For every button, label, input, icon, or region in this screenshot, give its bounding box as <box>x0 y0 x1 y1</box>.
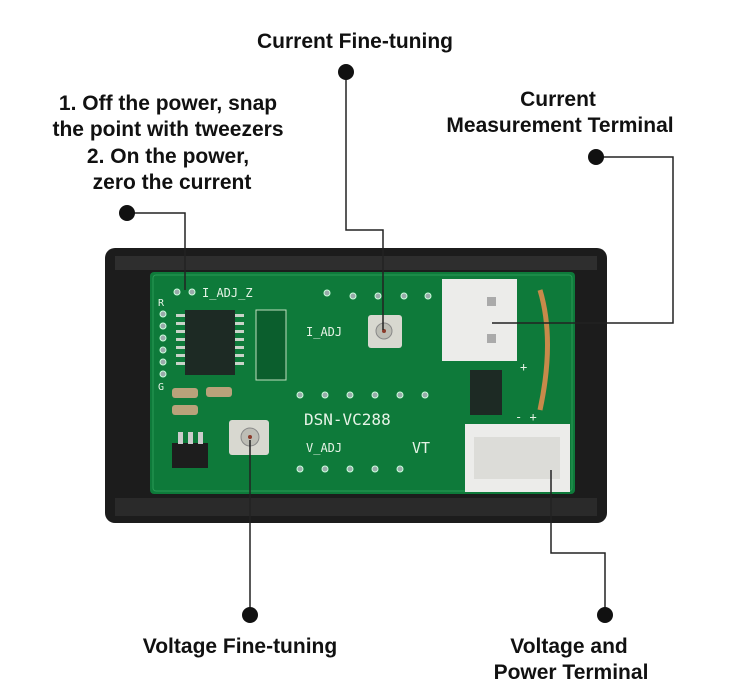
silk-plus: + <box>520 360 527 374</box>
instruction-line-4: zero the current <box>93 171 252 194</box>
silk-v-adj: V_ADJ <box>306 441 342 455</box>
silk-minus-plus: - + <box>515 410 537 424</box>
regulator <box>172 443 208 468</box>
shunt-wire <box>537 289 550 411</box>
label-current-terminal-line2: Measurement Terminal <box>446 114 673 137</box>
main-chip <box>185 310 235 375</box>
instruction-line-1: 1. Off the power, snap <box>59 92 277 115</box>
leader-lines <box>127 72 674 615</box>
label-current-terminal-line1: Current <box>520 88 596 111</box>
label-current-fine-tuning: Current Fine-tuning <box>257 30 453 53</box>
pcb-board <box>150 272 575 494</box>
silk-r: R <box>158 298 165 309</box>
label-voltage-terminal-line1: Voltage and <box>510 635 627 658</box>
label-voltage-fine-tuning: Voltage Fine-tuning <box>143 635 337 658</box>
silk-model: DSN-VC288 <box>304 410 391 429</box>
silk-i-adj-z: I_ADJ_Z <box>202 286 253 300</box>
label-voltage-terminal-line2: Power Terminal <box>494 661 649 684</box>
current-terminal-connector <box>442 279 517 361</box>
instruction-line-2: the point with tweezers <box>52 118 283 141</box>
instruction-line-3: 2. On the power, <box>87 145 249 168</box>
callout-dot-instructions <box>119 205 135 221</box>
callout-dot-voltage-terminal <box>597 607 613 623</box>
callout-dot-current-terminal <box>588 149 604 165</box>
silk-i-adj: I_ADJ <box>306 325 342 339</box>
secondary-chip <box>470 370 502 415</box>
callout-dot-current-fine <box>338 64 354 80</box>
silk-vt: VT <box>412 439 430 457</box>
callout-dot-voltage-fine <box>242 607 258 623</box>
silk-g: G <box>158 382 164 393</box>
